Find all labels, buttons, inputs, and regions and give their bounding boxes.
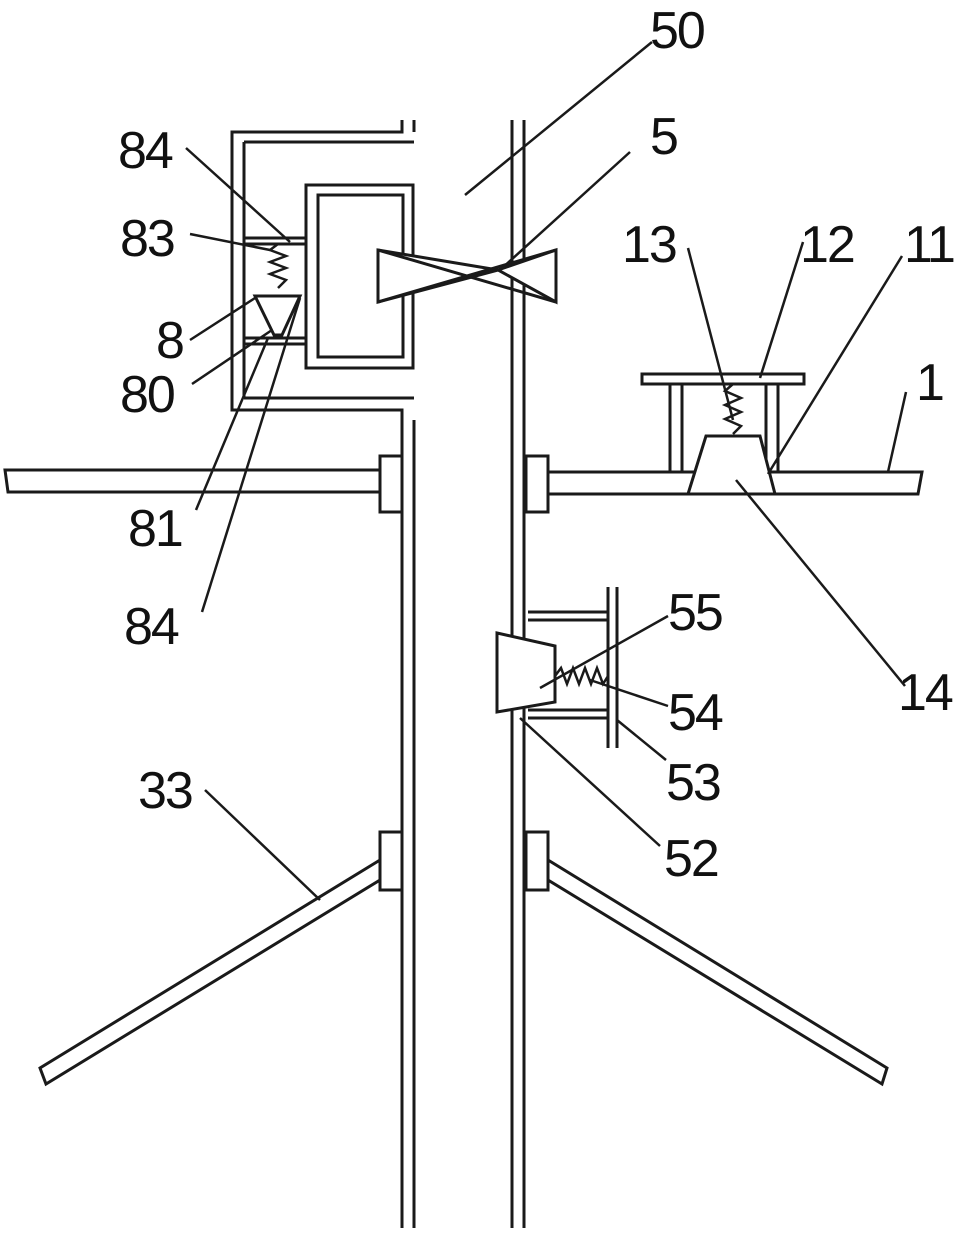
label-81: 81 [128,500,182,558]
reference-numerals: 50 84 5 83 13 12 11 8 1 80 81 84 55 14 5… [118,2,956,888]
label-83: 83 [120,210,174,268]
label-54: 54 [668,684,723,742]
label-55: 55 [668,584,722,642]
label-5: 5 [650,108,677,166]
label-33: 33 [138,762,192,820]
label-50: 50 [650,2,704,60]
label-14: 14 [898,664,953,722]
label-12: 12 [800,216,854,274]
left-mechanism [244,236,306,346]
label-80: 80 [120,366,174,424]
label-53: 53 [666,754,720,812]
label-13: 13 [622,216,676,274]
left-bracket-frame [230,120,416,420]
label-1: 1 [916,354,943,412]
lower-legs [38,830,889,1087]
label-8: 8 [156,312,183,370]
label-84-bottom: 84 [124,598,179,656]
label-52: 52 [664,830,718,888]
leader-lines [185,41,908,901]
right-mid-mechanism [495,587,619,748]
label-84-top: 84 [118,122,173,180]
label-11: 11 [904,216,954,274]
part-5-cones [376,247,558,305]
